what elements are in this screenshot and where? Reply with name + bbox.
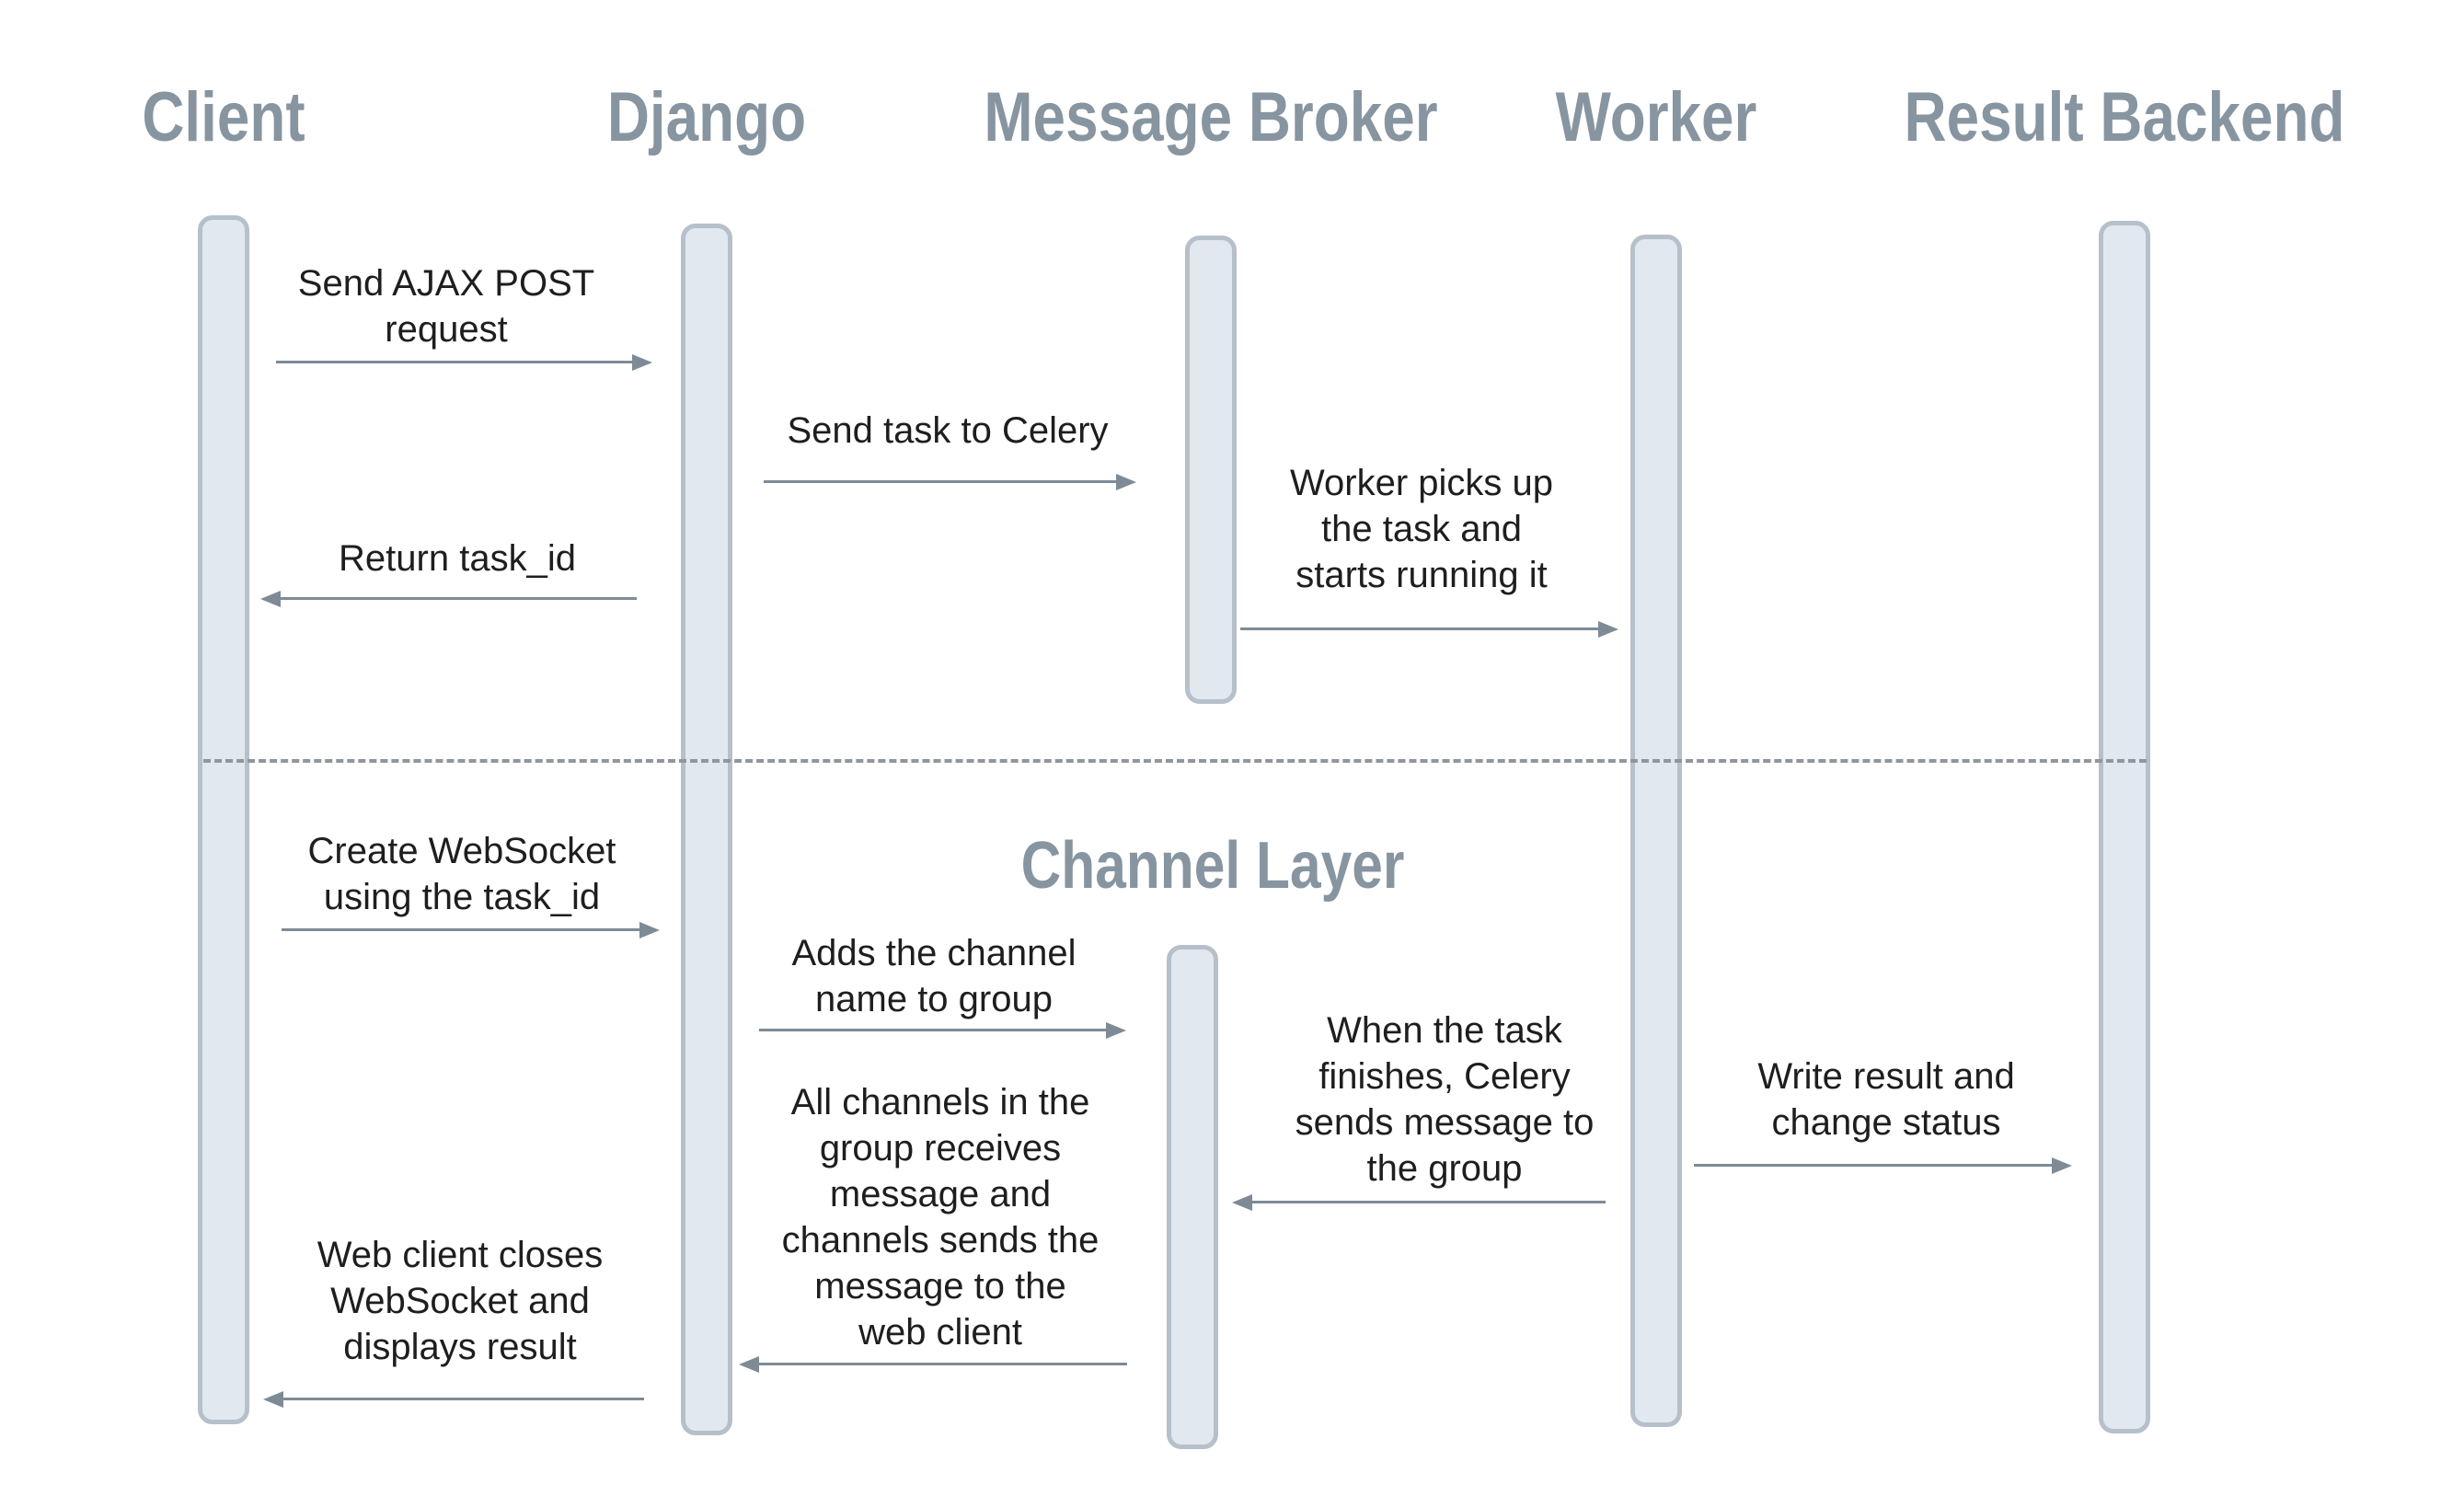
arrow-adds-channel-name — [759, 1029, 1109, 1031]
activation-bar-result-backend — [2099, 221, 2150, 1433]
message-label-channels-send-message: All channels in the group receives messa… — [781, 1082, 1100, 1353]
arrow-send-task-to-celery — [764, 480, 1119, 483]
arrow-return-task-id — [278, 597, 637, 600]
message-label-create-websocket: Create WebSocket using the task_id — [307, 831, 616, 917]
arrow-channels-send-message — [756, 1363, 1127, 1365]
activation-bar-client — [198, 215, 249, 1424]
activation-bar-message-broker — [1185, 236, 1237, 704]
message-label-return-task-id: Return task_id — [339, 538, 576, 579]
message-label-send-ajax-post: Send AJAX POST request — [297, 263, 595, 350]
phase-divider-line — [203, 759, 2147, 763]
message-label-task-finishes: When the task finishes, Celery sends mes… — [1295, 1010, 1595, 1189]
arrow-write-result — [1694, 1164, 2055, 1167]
message-label-send-task-to-celery: Send task to Celery — [787, 410, 1109, 451]
activation-bar-worker — [1630, 235, 1682, 1427]
activation-bar-channel-layer — [1167, 945, 1218, 1449]
actor-header-message-broker: Message Broker — [984, 78, 1438, 156]
actor-header-result-backend: Result Backend — [1904, 78, 2345, 156]
activation-bar-django — [681, 224, 732, 1435]
message-label-worker-picks-up: Worker picks up the task and starts runn… — [1289, 463, 1554, 595]
arrow-create-websocket — [282, 928, 642, 931]
section-title-channel-layer: Channel Layer — [1020, 829, 1405, 903]
arrow-worker-picks-up — [1240, 627, 1601, 630]
arrow-task-finishes — [1249, 1201, 1606, 1203]
actor-header-django: Django — [606, 78, 807, 156]
message-label-write-result: Write result and change status — [1757, 1056, 2015, 1143]
arrow-send-ajax-post — [276, 361, 635, 363]
actor-header-worker: Worker — [1555, 78, 1757, 156]
arrow-web-client-closes — [281, 1398, 644, 1400]
message-label-web-client-closes: Web client closes WebSocket and displays… — [317, 1235, 604, 1367]
message-label-adds-channel-name: Adds the channel name to group — [791, 933, 1077, 1019]
actor-header-client: Client — [142, 78, 305, 156]
